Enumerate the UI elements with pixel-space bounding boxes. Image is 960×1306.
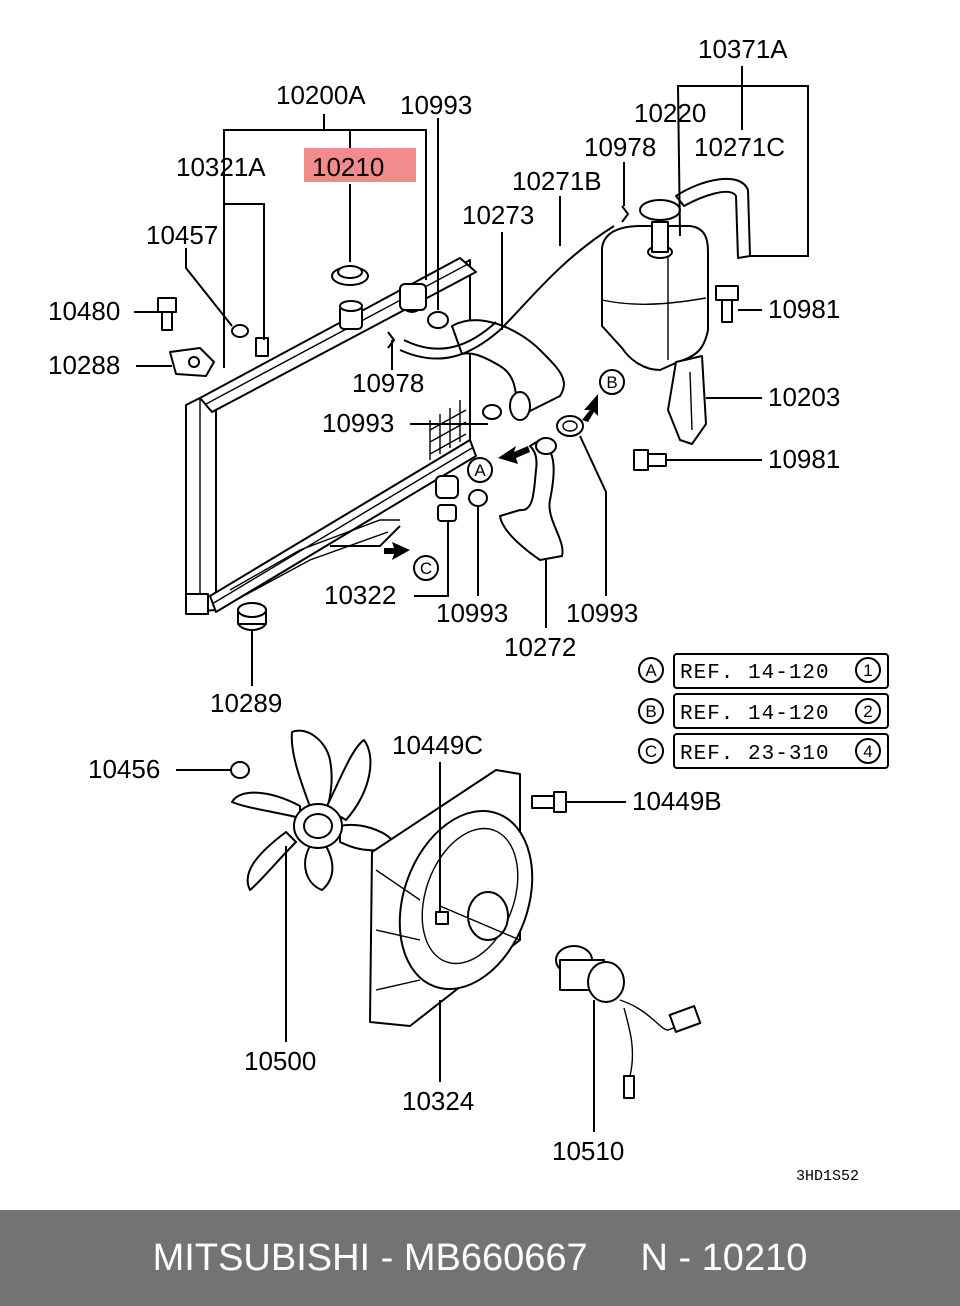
label-10203: 10203: [768, 382, 840, 412]
label-10271B: 10271B: [512, 166, 602, 196]
svg-text:C: C: [645, 742, 657, 761]
ref-row-C: C REF. 23-310 4: [638, 733, 889, 769]
overflow-hose-edge: [403, 321, 497, 350]
radiator-cap: [331, 265, 369, 286]
label-10321A: 10321A: [176, 152, 266, 182]
label-10288: 10288: [48, 350, 120, 380]
label-10480: 10480: [48, 296, 120, 326]
svg-text:REF. 14-120: REF. 14-120: [680, 662, 830, 685]
svg-text:REF. 14-120: REF. 14-120: [680, 703, 830, 726]
label-10371A: 10371A: [698, 34, 788, 64]
parts-diagram: 10371A 10200A 10993 10220 10978 10271C 1…: [48, 34, 889, 1185]
label-10510: 10510: [552, 1136, 624, 1166]
bolt-10981-bot: [633, 449, 667, 471]
fan-shroud-10324: [369, 769, 534, 1027]
label-10271C: 10271C: [694, 132, 785, 162]
clamp-10993-top: [427, 311, 449, 329]
label-10993-mid: 10993: [322, 408, 394, 438]
part-labels: 10371A 10200A 10993 10220 10978 10271C 1…: [48, 34, 840, 1166]
highlight-box: [304, 148, 416, 182]
svg-text:A: A: [645, 661, 657, 680]
label-10978-mid: 10978: [352, 368, 424, 398]
marker-B: B: [599, 369, 625, 395]
label-10978-top: 10978: [584, 132, 656, 162]
label-10993-b: 10993: [566, 598, 638, 628]
clamp-10993-b: [556, 415, 584, 437]
drain-plug: [437, 504, 457, 522]
bolt-10480: [157, 297, 177, 331]
lower-hose: [499, 437, 564, 561]
svg-text:REF. 23-310: REF. 23-310: [680, 743, 830, 766]
ref-row-A: A REF. 14-120 1: [638, 653, 889, 689]
svg-text:B: B: [606, 373, 617, 392]
bolt-10981-top: [715, 285, 739, 323]
label-10449B: 10449B: [632, 786, 722, 816]
radiator-outlet: [435, 475, 459, 499]
fan-10500: [231, 729, 395, 891]
fan-motor-10510: [555, 945, 702, 1099]
svg-text:1: 1: [863, 661, 872, 680]
label-10322: 10322: [324, 580, 396, 610]
clip-10978-top: [621, 205, 630, 223]
label-10324: 10324: [402, 1086, 474, 1116]
leader-lines: [134, 66, 809, 1132]
label-10981-top: 10981: [768, 294, 840, 324]
radiator-inlet: [399, 283, 427, 313]
label-10500: 10500: [244, 1046, 316, 1076]
clamp-10993-a: [468, 489, 488, 507]
bolt-10449C: [435, 911, 449, 925]
label-10981-bot: 10981: [768, 444, 840, 474]
reservoir-cap: [639, 199, 681, 259]
label-10289: 10289: [210, 688, 282, 718]
reservoir-tank: [601, 225, 709, 371]
grommet-10457: [231, 324, 249, 338]
svg-text:B: B: [645, 702, 656, 721]
marker-A: A: [467, 457, 493, 483]
label-10200A: 10200A: [276, 80, 366, 110]
label-10993-a: 10993: [436, 598, 508, 628]
overflow-hose: [399, 225, 615, 360]
svg-text:2: 2: [863, 702, 872, 721]
clip-10978-mid: [387, 331, 396, 349]
filler-neck: [339, 300, 363, 330]
svg-text:4: 4: [863, 742, 872, 761]
svg-text:C: C: [420, 559, 432, 578]
footer-bar: MITSUBISHI - MB660667 N - 10210: [0, 1210, 960, 1306]
bolt-10321: [255, 337, 269, 357]
label-10272: 10272: [504, 632, 576, 662]
ref-row-B: B REF. 14-120 2: [638, 693, 889, 729]
drawing-code: 3HD1S52: [796, 1168, 859, 1185]
label-10457: 10457: [146, 220, 218, 250]
label-10273: 10273: [462, 200, 534, 230]
label-10449C: 10449C: [392, 730, 483, 760]
label-10993-top: 10993: [400, 90, 472, 120]
bracket-10288: [169, 347, 215, 377]
label-10220: 10220: [634, 98, 706, 128]
reservoir-bracket: [667, 355, 707, 445]
direction-arrows: [384, 394, 598, 560]
label-10210: 10210: [312, 152, 384, 182]
marker-C: C: [413, 555, 439, 581]
clamp-10993-mid: [482, 404, 502, 420]
reference-table: A REF. 14-120 1 B REF. 14-120 2 C REF. 2…: [638, 653, 889, 769]
bolt-10449B: [531, 791, 567, 813]
label-10456: 10456: [88, 754, 160, 784]
insulator-10289: [237, 602, 267, 631]
svg-text:A: A: [474, 461, 486, 480]
screw-10456: [230, 761, 250, 779]
part-number-caption: MITSUBISHI - MB660667 N - 10210: [152, 1236, 808, 1279]
